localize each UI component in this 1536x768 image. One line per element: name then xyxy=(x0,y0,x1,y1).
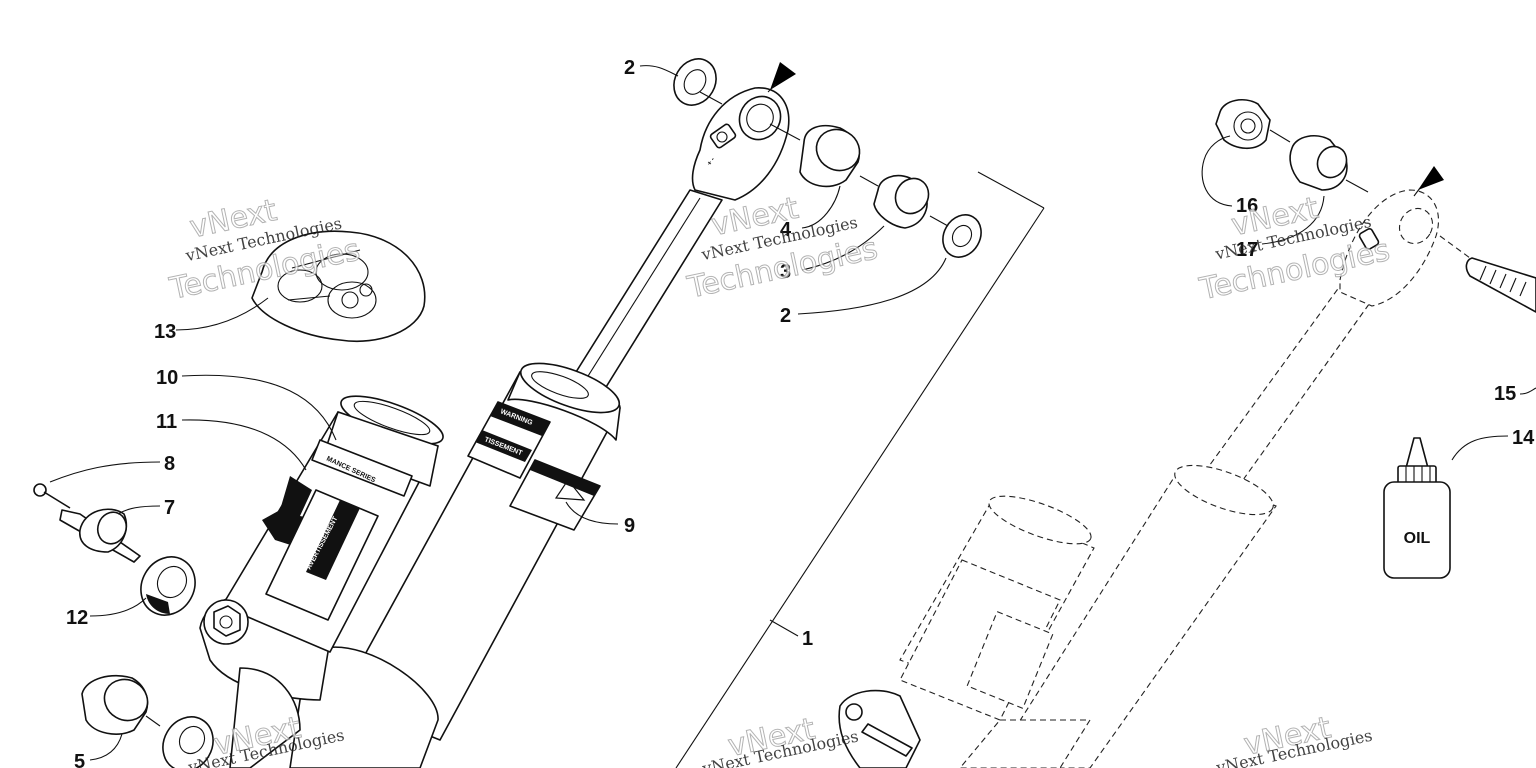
part-14-oil-bottle: OIL xyxy=(1383,437,1451,579)
orientation-marker-icon xyxy=(770,62,796,90)
leader-lines xyxy=(49,65,1536,761)
oil-bottle-label: OIL xyxy=(1404,530,1431,547)
callout-7: 7 xyxy=(164,497,175,519)
part-3-spacer xyxy=(859,174,930,229)
part-16-nut xyxy=(1215,99,1291,150)
callout-1: 1 xyxy=(802,628,813,650)
callout-11: 11 xyxy=(156,411,177,433)
callout-14: 14 xyxy=(1512,427,1535,449)
orientation-marker-right-icon xyxy=(1418,166,1444,190)
callout-10: 10 xyxy=(156,367,178,389)
part-17-bushing xyxy=(1289,135,1369,193)
part-5-bushing xyxy=(81,674,161,735)
callout-17: 17 xyxy=(1236,239,1258,261)
part-17-eyelet-screw xyxy=(1358,228,1380,250)
part-2-washer-top xyxy=(673,58,723,106)
watermark-3: vNext vNext Technologies Technologies xyxy=(1196,190,1394,308)
watermark-2: vNext vNext Technologies Technologies xyxy=(683,190,881,306)
callout-5: 5 xyxy=(74,751,85,768)
callout-2-bottom: 2 xyxy=(780,305,791,327)
top-eyelet: + - xyxy=(691,87,790,201)
shock-assembly: + - WARNING TISSEMENT xyxy=(199,62,796,768)
callout-3: 3 xyxy=(780,261,791,283)
svg-text:+ -: + - xyxy=(706,156,717,167)
callouts: 2 4 3 2 13 10 11 8 7 12 5 9 1 16 17 15 1… xyxy=(66,57,1535,768)
dashed-shock-assembly xyxy=(838,189,1440,768)
part-1-assembly-frame xyxy=(675,171,1045,768)
watermark-6: vNext vNext Technologies xyxy=(1214,710,1374,768)
callout-16: 16 xyxy=(1236,195,1258,217)
callout-12: 12 xyxy=(66,607,88,629)
callout-15: 15 xyxy=(1494,383,1516,405)
callout-13: 13 xyxy=(154,321,176,343)
part-4-bushing xyxy=(769,123,861,188)
shock-body: WARNING TISSEMENT xyxy=(339,362,621,741)
callout-9: 9 xyxy=(624,515,635,537)
part-7-adjuster-knob xyxy=(59,508,141,563)
callout-4: 4 xyxy=(780,219,792,241)
main-cylinder: MANCE SERIES AVERTISSEMENT xyxy=(221,395,444,653)
part-13-seal-kit xyxy=(251,230,426,342)
part-15-bolt xyxy=(1439,235,1536,313)
watermark-5: vNext vNext Technologies xyxy=(700,711,860,768)
adjuster-base xyxy=(203,599,249,645)
part-6-washer xyxy=(162,716,214,768)
part-12-dial-decal xyxy=(140,556,196,616)
part-2-washer-bottom xyxy=(929,214,982,258)
callout-8: 8 xyxy=(164,453,175,475)
callout-2-top: 2 xyxy=(624,57,635,79)
part-8-screw xyxy=(33,483,71,509)
